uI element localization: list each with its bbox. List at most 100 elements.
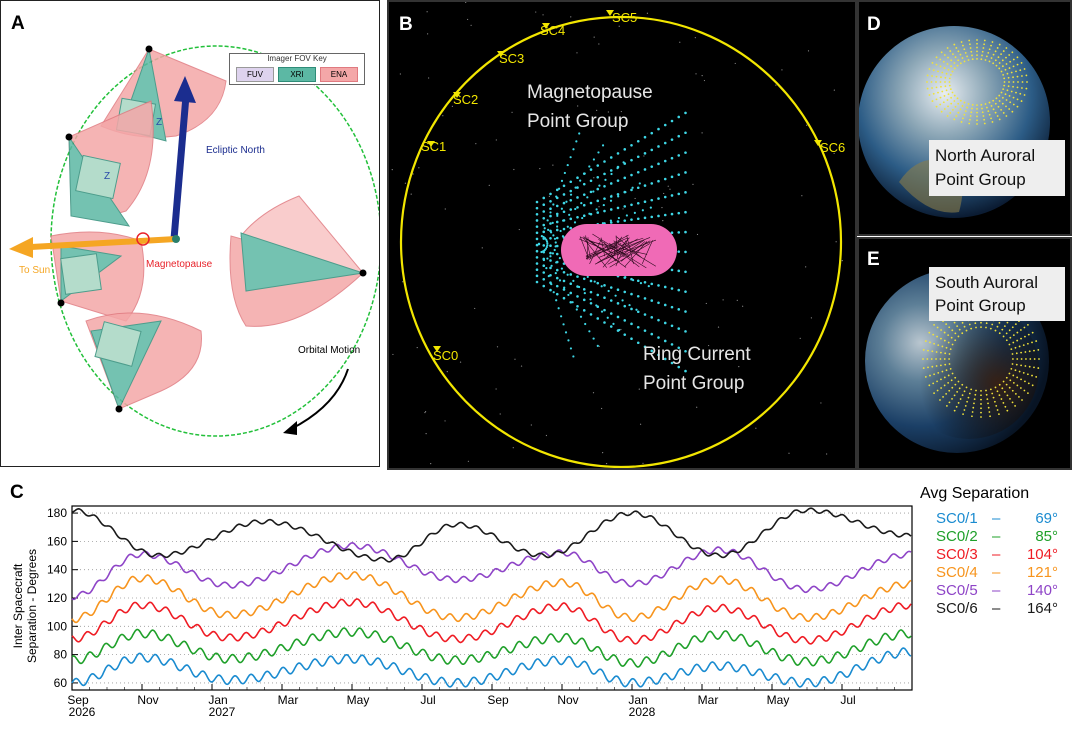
spacecraft-marker-sc0 [433,346,441,352]
y-axis-label-line2: Separation - Degrees [25,549,39,663]
legend-series-name: SC0/6 [936,600,978,617]
series-line-sc0-2 [71,627,912,668]
x-tick-label: Mar [278,693,299,707]
panel-c: C Inter Spacecraft Separation - Degrees … [0,478,1072,733]
south-auroral-label-line2: Point Group [935,296,1026,315]
y-axis-label-line1: Inter Spacecraft [11,563,25,648]
fov-legend-xri: XRI [278,67,316,82]
y-tick-label: 160 [47,534,67,548]
ring-current-point-group [561,224,677,276]
panel-d: D North Auroral Point Group [857,0,1072,236]
legend-dash: – [992,600,1001,617]
ring-current-group-label: Ring Current Point Group [643,340,751,398]
x-tick-label: Sep [67,693,89,707]
legend-series-name: SC0/2 [936,528,978,545]
spacecraft-orbit [399,15,843,468]
magnetopause-label: Magnetopause [146,259,213,270]
spacecraft-marker-sc1 [427,141,435,147]
legend-dash: – [992,510,1001,527]
magnetopause-marker [136,232,150,246]
fov-cone-upper-left [68,100,154,227]
legend-series-avg: 121° [1027,564,1058,581]
y-tick-label: 180 [47,506,67,520]
chart-legend: SC0/1–69°SC0/2–85°SC0/3–104°SC0/4–121°SC… [936,510,1058,617]
legend-series-avg: 140° [1027,582,1058,599]
legend-series-avg: 85° [1035,528,1058,545]
x-tick-label: Jan [208,693,227,707]
y-tick-label: 60 [54,676,68,690]
south-auroral-label-line1: South Auroral [935,273,1039,292]
x-tick-label: Jan [628,693,647,707]
ring-current-label-line2: Point Group [643,373,745,394]
series-line-sc0-5 [71,541,912,601]
spacecraft-label-sc3: SC3 [499,51,524,66]
to-sun-label: To Sun [19,265,50,276]
series-line-sc0-4 [71,571,912,624]
x-tick-label: Jul [420,693,435,707]
x-tick-label: Nov [137,693,158,707]
spacecraft-marker-sc4 [542,23,550,29]
legend-series-name: SC0/5 [936,582,978,599]
north-auroral-label-line1: North Auroral [935,146,1036,165]
y-tick-label: 120 [47,591,67,605]
spacecraft-label-sc5: SC5 [612,10,637,25]
legend-dash: – [992,528,1001,545]
north-auroral-label: North Auroral Point Group [929,140,1065,196]
legend-dash: – [992,546,1001,563]
panel-e-letter: E [867,249,880,270]
spacecraft-marker-sc2 [453,92,461,98]
panel-d-earth [859,26,1050,218]
legend-series-avg: 164° [1027,600,1058,617]
x-tick-label: Jul [840,693,855,707]
x-tick-year: 2027 [209,705,236,719]
panel-c-letter: C [10,482,24,503]
legend-series-avg: 69° [1035,510,1058,527]
x-tick-year: 2026 [69,705,96,719]
panel-b-letter: B [399,14,413,35]
fov-legend-ena: ENA [320,67,358,82]
separation-chart: Inter Spacecraft Separation - Degrees Av… [11,485,1058,719]
spacecraft-marker-sc5 [606,10,614,16]
north-auroral-point-group [926,39,1028,125]
x-tick-label: May [767,693,790,707]
legend-dash: – [992,582,1001,599]
panel-e: E South Auroral Point Group [857,237,1072,470]
orbital-motion-arrow [290,368,349,430]
spacecraft-label-sc6: SC6 [820,140,845,155]
orbital-motion-label: Orbital Motion [298,345,360,356]
x-tick-year: 2028 [629,705,656,719]
fov-legend-title: Imager FOV Key [267,54,327,63]
spacecraft-label-sc2: SC2 [453,92,478,107]
ring-current-label-line1: Ring Current [643,344,751,365]
spacecraft-label-sc1: SC1 [421,139,446,154]
legend-series-name: SC0/1 [936,510,978,527]
fov-cone-right [229,195,365,327]
magnetopause-label-line1: Magnetopause [527,82,653,103]
ecliptic-north-arrowhead [174,76,196,103]
avg-separation-title: Avg Separation [920,485,1029,502]
to-sun-arrowhead [9,237,33,258]
x-tick-label: Nov [557,693,578,707]
series-line-sc0-1 [71,647,912,688]
panel-a: Z Z Ecliptic North To Sun Magnetopause O… [0,0,382,467]
series-line-sc0-6 [71,507,912,563]
z-axis-label-1: Z [156,117,162,128]
spacecraft-marker-sc3 [497,51,505,57]
y-tick-label: 80 [54,648,68,662]
fov-cone-bottom [85,312,202,411]
spacecraft-label-sc0: SC0 [433,348,458,363]
panel-a-letter: A [11,13,25,34]
legend-dash: – [992,564,1001,581]
magnetopause-label-line2: Point Group [527,111,629,132]
panel-d-letter: D [867,14,881,35]
chart-series [71,507,912,688]
x-tick-label: Sep [487,693,509,707]
y-tick-label: 100 [47,619,67,633]
y-tick-label: 140 [47,563,67,577]
panel-a-diagram: Z Z Ecliptic North To Sun Magnetopause O… [9,45,382,437]
fov-legend: Imager FOV Key FUV XRI ENA [229,53,365,85]
spacecraft-marker-sc6 [814,140,822,146]
